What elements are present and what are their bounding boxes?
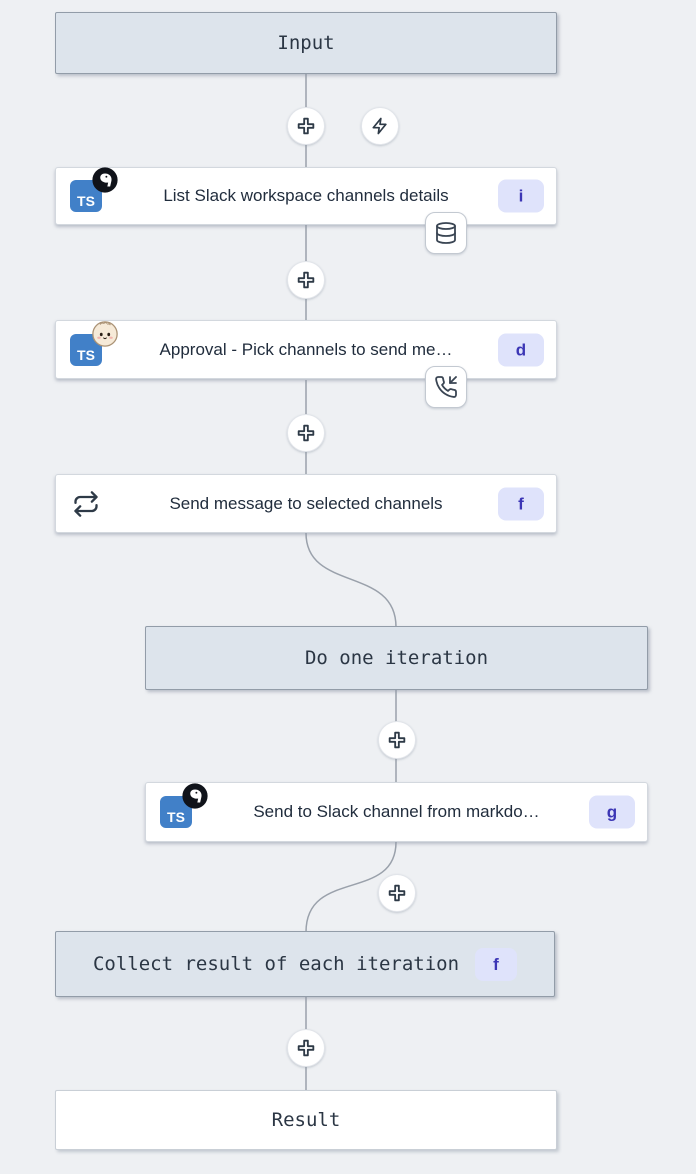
step-id-badge: f [475, 947, 518, 981]
add-step-button[interactable] [287, 1029, 325, 1067]
collect-result-label: Collect result of each iteration [92, 953, 460, 975]
plus-icon [388, 884, 406, 902]
plus-icon [297, 117, 315, 135]
repeat-icon [74, 490, 98, 517]
add-step-button[interactable] [287, 107, 325, 145]
plus-icon [297, 1039, 315, 1057]
plus-icon [297, 424, 315, 442]
step-label: List Slack workspace channels details [163, 186, 449, 205]
collect-result-box[interactable]: Collect result of each iteration f [55, 931, 555, 997]
result-box[interactable]: Result [55, 1090, 557, 1150]
iteration-header-label: Do one iteration [304, 647, 489, 669]
flow-step-forloop[interactable]: Send message to selected channels f [55, 474, 557, 533]
typescript-deno-icon: TS [160, 783, 208, 828]
typescript-bun-icon: TS [70, 320, 118, 366]
deno-icon [182, 783, 208, 809]
input-box[interactable]: Input [55, 12, 557, 74]
add-step-button[interactable] [378, 874, 416, 912]
deno-icon [92, 167, 118, 193]
step-label: Send to Slack channel from markdo… [253, 802, 540, 821]
add-step-button[interactable] [287, 414, 325, 452]
phone-incoming-icon [435, 376, 457, 398]
flow-step-approval[interactable]: TS Approval - Pick channels to send me… … [55, 320, 557, 379]
bun-icon [92, 320, 118, 347]
add-step-button[interactable] [287, 261, 325, 299]
step-id-badge: i [498, 179, 544, 213]
zap-icon [372, 117, 387, 135]
step-id-badge: g [589, 795, 635, 829]
suspend-indicator [425, 366, 467, 408]
database-icon [436, 222, 456, 244]
flow-step-send-markdown[interactable]: TS Send to Slack channel from markdo… g [145, 782, 648, 842]
step-label: Send message to selected channels [169, 493, 443, 513]
iteration-header-box[interactable]: Do one iteration [145, 626, 648, 690]
typescript-deno-icon: TS [70, 167, 118, 212]
trigger-button[interactable] [361, 107, 399, 145]
step-label: Approval - Pick channels to send me… [159, 339, 453, 359]
plus-icon [297, 271, 315, 289]
plus-icon [388, 731, 406, 749]
input-box-label: Input [277, 32, 335, 54]
result-box-label: Result [271, 1109, 341, 1131]
step-id-badge: d [498, 333, 544, 366]
flow-step-list-channels[interactable]: TS List Slack workspace channels details… [55, 167, 557, 225]
cache-indicator [425, 212, 467, 254]
add-step-button[interactable] [378, 721, 416, 759]
step-id-badge: f [498, 487, 544, 520]
